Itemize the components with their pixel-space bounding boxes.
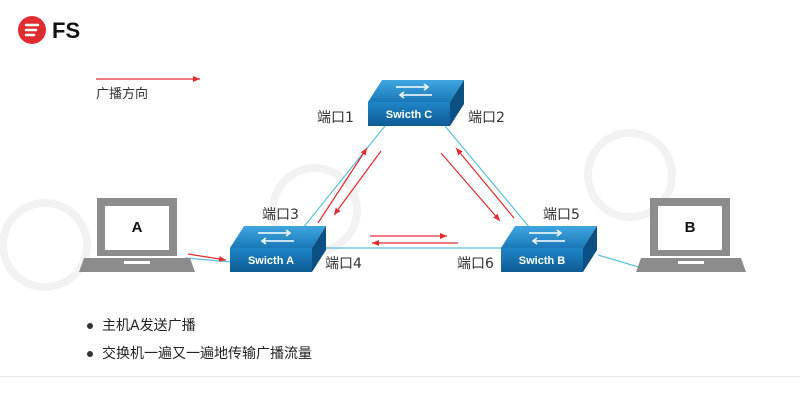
host-a-label: A bbox=[132, 219, 143, 236]
switch-b-label: Swicth B bbox=[519, 255, 566, 267]
link-switchB-hostB bbox=[597, 254, 643, 269]
broadcast-arrow-b-to-c bbox=[455, 147, 515, 219]
port-2-label: 端口2 bbox=[468, 110, 505, 126]
bullet-item: 主机A发送广播 bbox=[86, 314, 312, 342]
host-b: B bbox=[636, 198, 746, 272]
switch-a: Swicth A bbox=[230, 226, 326, 272]
port-labels: 端口1 端口2 端口3 端口4 端口5 端口6 bbox=[262, 110, 580, 272]
port-3-label: 端口3 bbox=[262, 207, 299, 223]
bullet-item: 交换机一遍又一遍地传输广播流量 bbox=[86, 342, 312, 370]
port-6-label: 端口6 bbox=[457, 256, 494, 272]
port-1-label: 端口1 bbox=[317, 110, 354, 126]
port-5-label: 端口5 bbox=[543, 207, 580, 223]
switch-c: Swicth C bbox=[368, 80, 464, 126]
bottom-divider bbox=[0, 376, 800, 377]
link-switchA-switchC bbox=[289, 125, 386, 245]
bullet-list: 主机A发送广播 交换机一遍又一遍地传输广播流量 bbox=[86, 314, 312, 370]
broadcast-arrow-hostA-switchA bbox=[187, 253, 227, 262]
broadcast-arrow-c-to-b bbox=[440, 152, 501, 222]
broadcast-arrows bbox=[187, 147, 515, 262]
broadcast-arrow-c-to-a bbox=[333, 150, 382, 216]
port-4-label: 端口4 bbox=[325, 256, 362, 272]
switch-b: Swicth B bbox=[501, 226, 597, 272]
fs-logo: FS bbox=[18, 16, 80, 44]
switch-a-label: Swicth A bbox=[248, 255, 294, 267]
legend-label: 广播方向 bbox=[96, 86, 148, 102]
legend: 广播方向 bbox=[96, 76, 200, 102]
logo-text: FS bbox=[52, 18, 80, 43]
link-switchC-switchB bbox=[444, 125, 531, 229]
broadcast-arrow-a-to-c bbox=[317, 147, 368, 224]
switch-c-label: Swicth C bbox=[386, 109, 433, 121]
links bbox=[184, 125, 643, 269]
host-b-label: B bbox=[685, 219, 696, 236]
host-a: A bbox=[79, 198, 195, 272]
